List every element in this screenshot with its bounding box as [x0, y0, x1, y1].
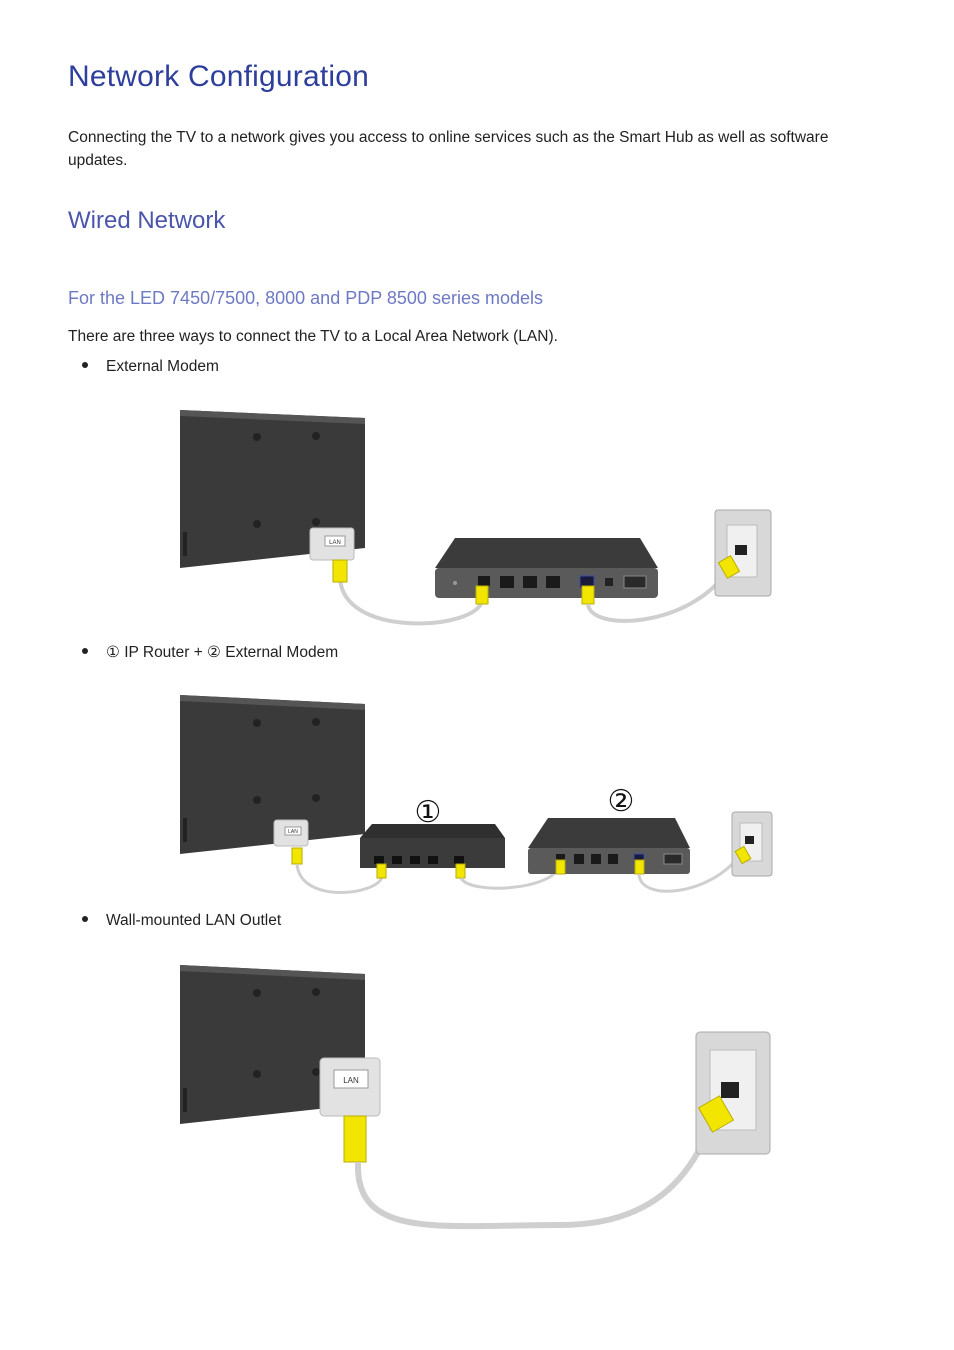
lan-adapter-icon: LAN — [319, 1057, 381, 1117]
bullet-label: Wall-mounted LAN Outlet — [106, 912, 282, 929]
tv-back-icon — [180, 695, 365, 854]
cable-icon — [295, 863, 384, 894]
connector-icon — [376, 863, 387, 879]
bullet-dot — [82, 915, 88, 922]
figure-router-modem: LAN ① ② — [180, 695, 773, 894]
bullet-label: External Modem — [106, 358, 219, 375]
connector-icon — [291, 847, 303, 865]
lan-adapter-icon: LAN — [309, 527, 355, 561]
wall-outlet-icon — [731, 811, 773, 877]
connector-icon — [555, 859, 566, 875]
cable-icon — [459, 867, 560, 890]
connector-icon — [343, 1115, 367, 1163]
figure-external-modem: LAN — [180, 410, 772, 626]
cable-icon — [586, 568, 730, 623]
connector-icon — [332, 559, 348, 583]
connector-icon — [717, 555, 741, 579]
section-title: Wired Network — [68, 207, 226, 234]
subsection-title: For the LED 7450/7500, 8000 and PDP 8500… — [68, 288, 543, 308]
bullet-router-modem: ① IP Router + ② External Modem — [82, 643, 338, 662]
connector-icon — [634, 859, 645, 875]
connector-icon — [734, 845, 752, 865]
figure-wall-outlet: LAN — [180, 965, 771, 1230]
tv-back-icon — [180, 965, 365, 1124]
lan-label: LAN — [288, 829, 298, 835]
bullet-external-modem: External Modem — [82, 358, 219, 376]
intro-paragraph: Connecting the TV to a network gives you… — [68, 129, 829, 169]
lan-adapter-icon: LAN — [273, 819, 309, 847]
marker-1-label: ① — [415, 795, 442, 830]
page-title: Network Configuration — [68, 60, 370, 93]
bullet-wall-outlet: Wall-mounted LAN Outlet — [82, 912, 281, 930]
connector-icon — [475, 585, 489, 605]
lan-label: LAN — [329, 540, 341, 546]
lan-label: LAN — [343, 1076, 359, 1085]
wall-outlet-icon — [714, 509, 772, 597]
modem-icon — [435, 538, 658, 598]
wall-outlet-icon — [695, 1031, 771, 1155]
cable-icon — [338, 575, 484, 626]
bullet-dot — [82, 361, 88, 368]
cable-icon — [637, 854, 742, 893]
lead-paragraph: There are three ways to connect the TV t… — [68, 328, 558, 345]
connector-icon — [581, 585, 595, 605]
cable-icon — [354, 1120, 715, 1230]
router-icon — [360, 824, 505, 868]
bullet-dot — [82, 647, 88, 654]
modem-icon — [528, 818, 690, 874]
connector-icon — [455, 863, 466, 879]
connector-icon — [697, 1095, 735, 1133]
marker-2-label: ② — [608, 784, 635, 819]
bullet-label: ① IP Router + ② External Modem — [106, 644, 339, 661]
